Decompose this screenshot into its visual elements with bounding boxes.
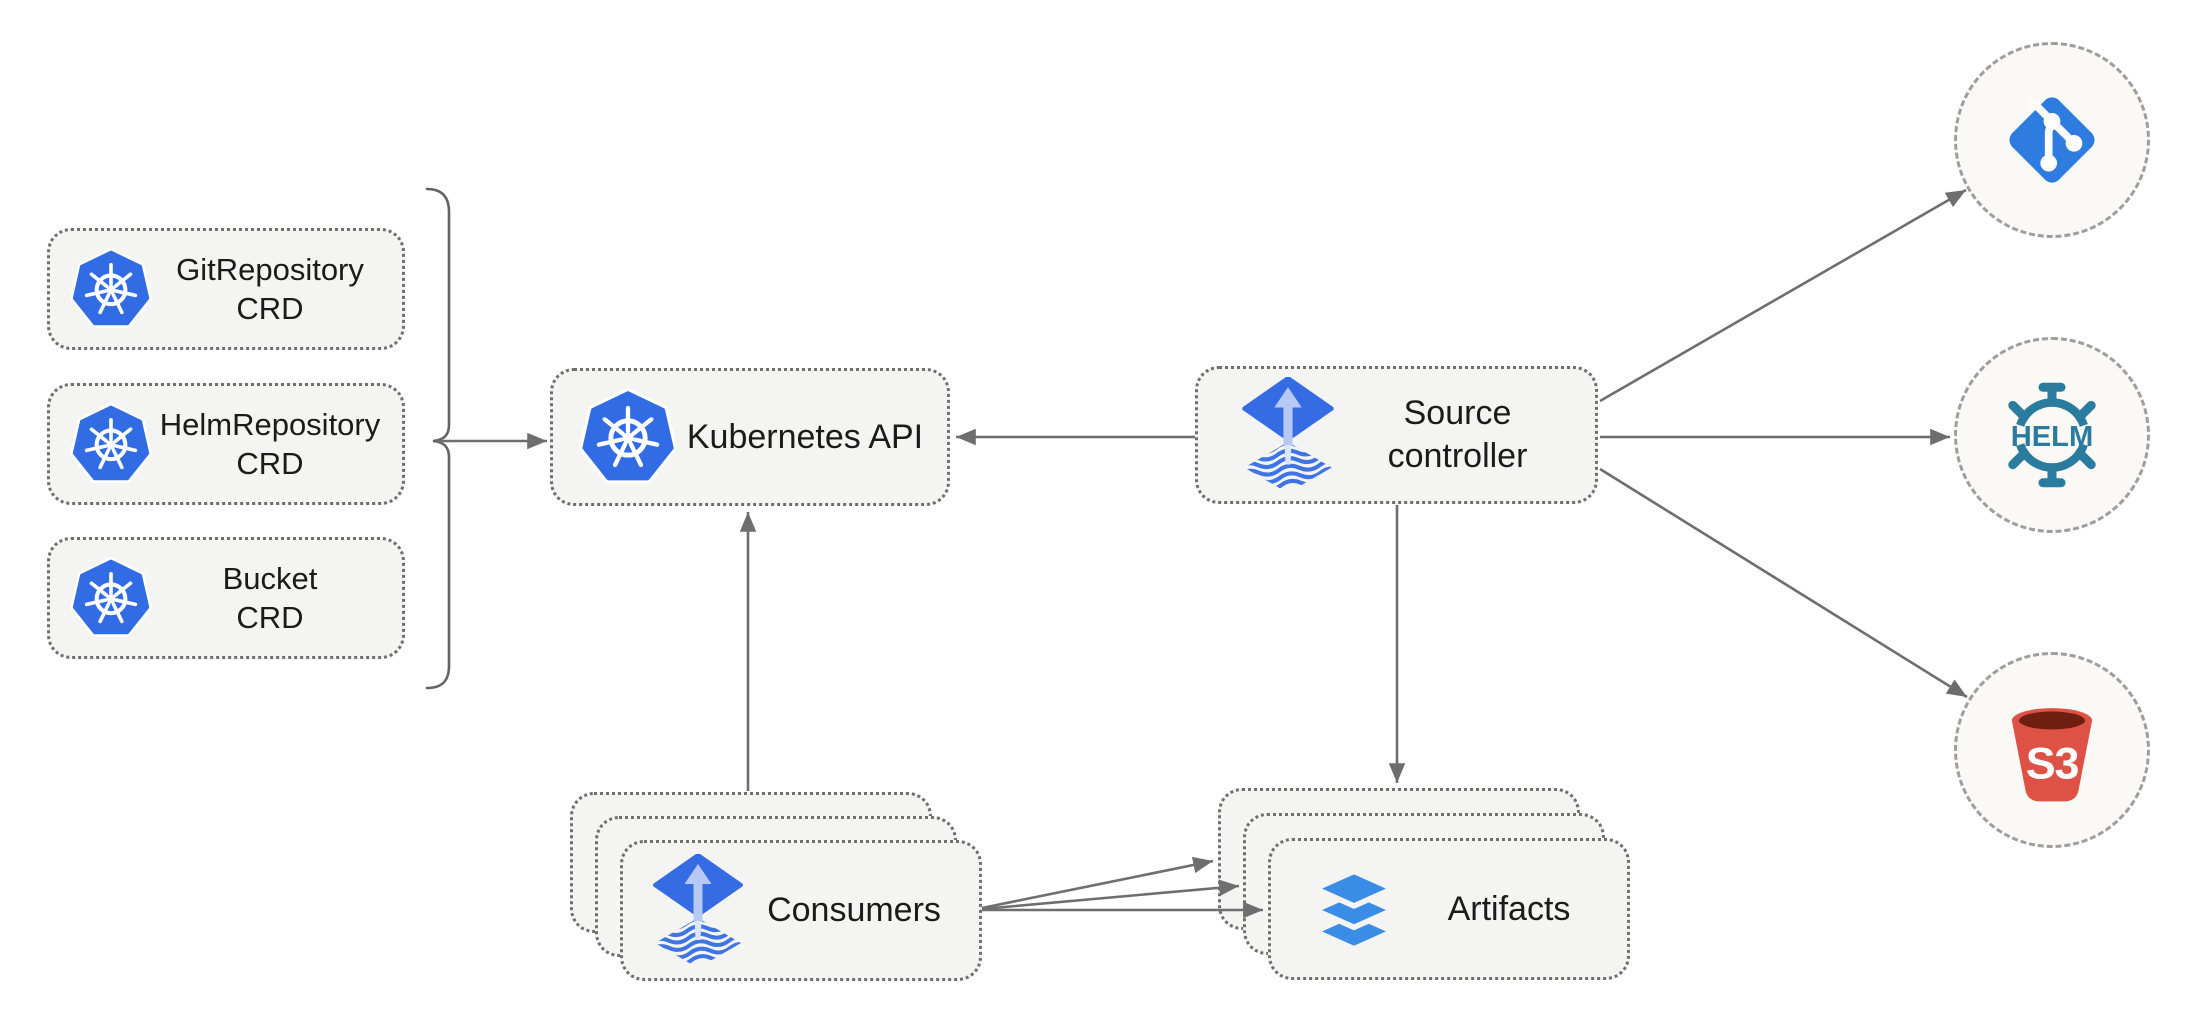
git-endpoint-circle	[1954, 42, 2150, 238]
node-label: Bucket CRD	[152, 559, 402, 637]
kubernetes-icon	[70, 248, 152, 330]
node-artifacts: Artifacts	[1268, 838, 1630, 980]
label-line1: GitRepository	[176, 251, 364, 287]
flux-icon	[653, 854, 743, 968]
node-consumers: Consumers	[620, 840, 982, 981]
node-kubernetes-api: Kubernetes API	[550, 368, 950, 506]
s3-endpoint-circle: S3	[1954, 652, 2150, 848]
helm-icon: HELM	[2008, 382, 2096, 488]
node-label: Artifacts	[1447, 889, 1571, 928]
label-line2: CRD	[236, 446, 304, 481]
edge-source-controller-to-git-endpoint	[1599, 188, 1967, 403]
edge-source-controller-to-s3-endpoint	[1599, 467, 1968, 699]
node-helmrepository-crd: HelmRepository CRD	[47, 383, 405, 505]
node-label: HelmRepository CRD	[152, 405, 402, 483]
node-label: Source controller	[1334, 392, 1595, 478]
s3-logo-text: S3	[2026, 737, 2079, 788]
label-line2: CRD	[236, 291, 304, 326]
kubernetes-icon	[70, 557, 152, 639]
node-gitrepository-crd: GitRepository CRD	[47, 228, 405, 350]
crd-group-bracket	[425, 187, 451, 690]
label-line2: controller	[1387, 437, 1528, 475]
s3-icon: S3	[2011, 708, 2093, 802]
label-line1: Bucket	[222, 560, 318, 596]
layers-icon	[1303, 858, 1405, 960]
kubernetes-icon	[579, 388, 677, 486]
helm-logo-text: HELM	[2011, 421, 2094, 453]
flux-icon	[1242, 377, 1334, 493]
edge-consumers-to-artifacts-1	[981, 856, 1214, 910]
git-icon	[2009, 97, 2095, 183]
label-line2: CRD	[236, 600, 304, 635]
edge-consumers-to-artifacts-2	[981, 879, 1240, 911]
node-label: GitRepository CRD	[152, 250, 402, 328]
node-label: Kubernetes API	[686, 417, 924, 456]
kubernetes-icon	[70, 403, 152, 485]
node-source-controller: Source controller	[1195, 366, 1598, 504]
helm-endpoint-circle: HELM	[1954, 337, 2150, 533]
label-line1: HelmRepository	[159, 406, 381, 442]
label-line1: Source	[1403, 394, 1512, 433]
node-bucket-crd: Bucket CRD	[47, 537, 405, 659]
node-label: Consumers	[767, 891, 941, 930]
